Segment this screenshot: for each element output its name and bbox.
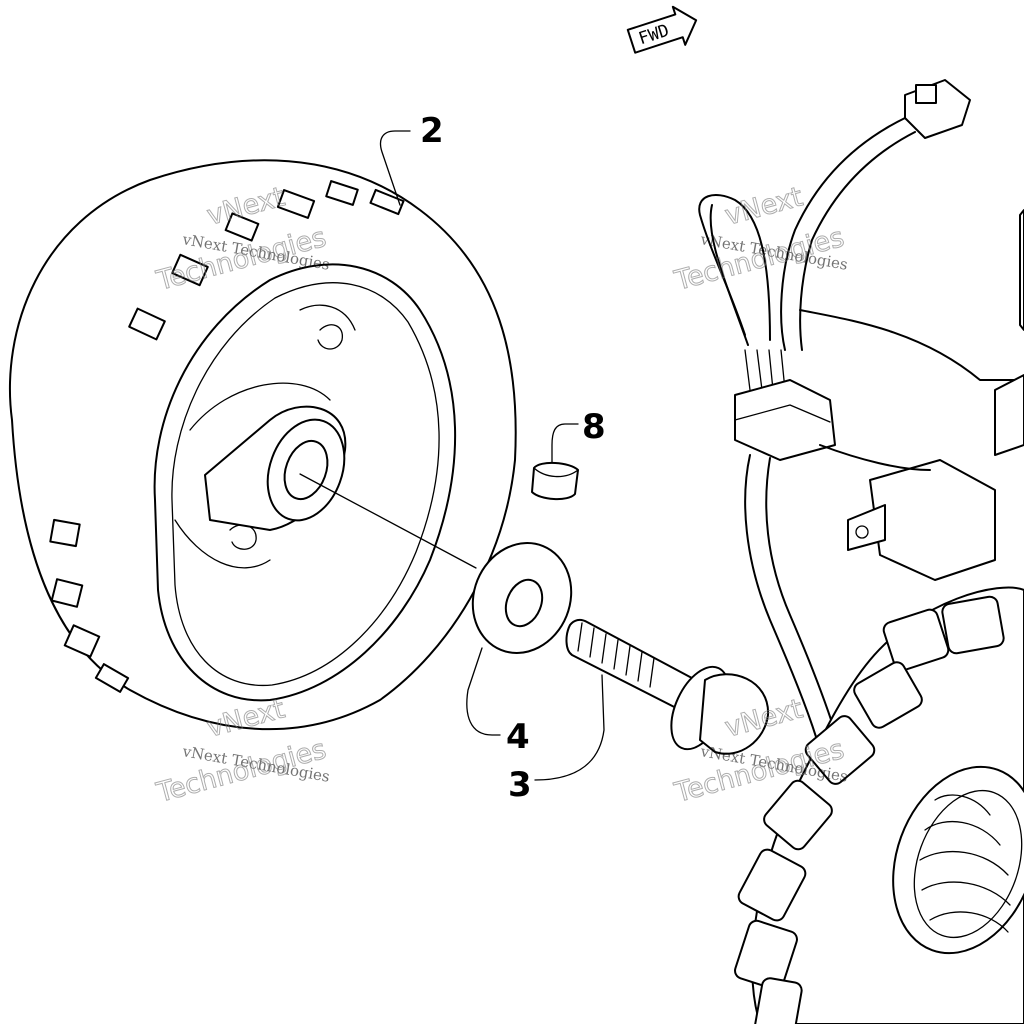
callout-2-label: 2 [420, 111, 444, 151]
callout-8: 8 [551, 407, 606, 463]
callout-3: 3 [508, 674, 605, 805]
washer [471, 542, 573, 654]
callout-3-label: 3 [508, 765, 532, 805]
svg-text:vNext: vNext [722, 181, 806, 231]
callout-4-label: 4 [506, 717, 530, 757]
fwd-direction-arrow: FWD [626, 5, 698, 54]
callout-8-label: 8 [582, 407, 606, 447]
leader-hub-to-washer [299, 473, 477, 569]
callout-2: 2 [379, 111, 444, 206]
callout-4: 4 [466, 647, 530, 757]
flange-bolt [565, 618, 770, 755]
woodruff-key [531, 462, 579, 500]
stator-assembly [698, 79, 1024, 1024]
flywheel-rotor [8, 159, 517, 731]
